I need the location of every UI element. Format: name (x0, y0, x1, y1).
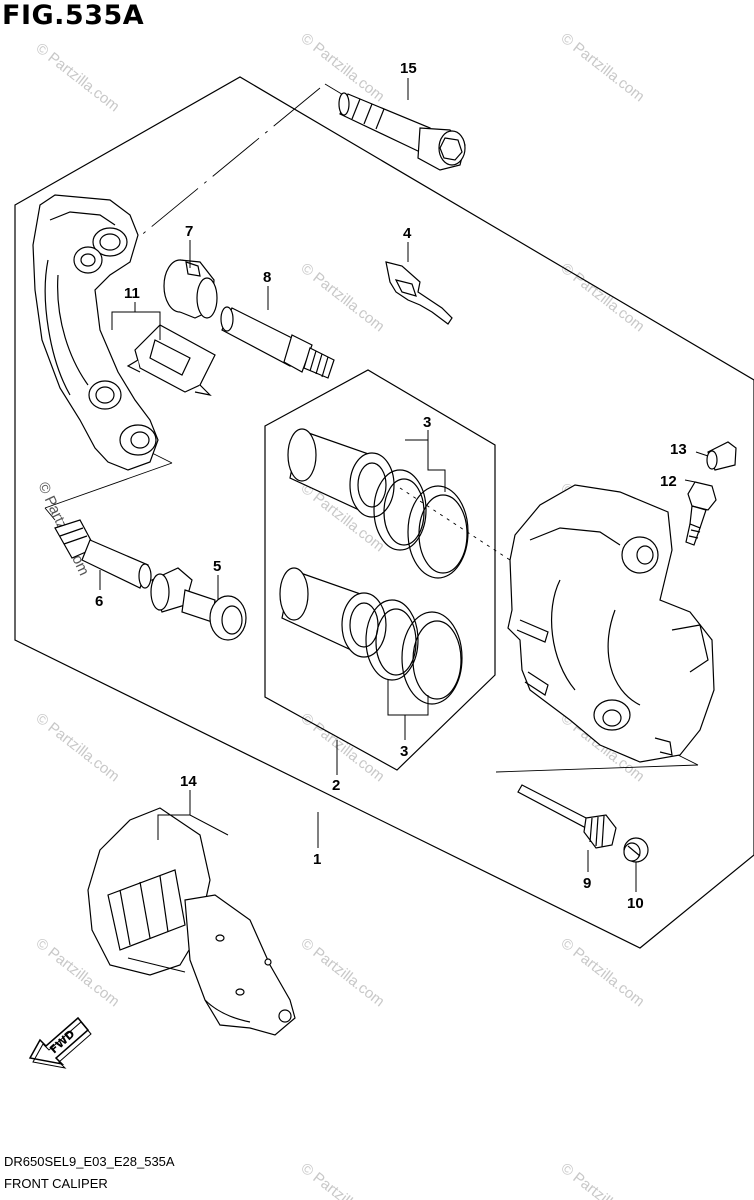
watermark: © Partzilla.com (298, 710, 388, 786)
piston-kit-outline (264, 369, 496, 771)
figure-caption: FRONT CALIPER (4, 1176, 108, 1191)
callout-14: 14 (180, 773, 197, 790)
plug-10 (623, 837, 649, 863)
callout-5: 5 (213, 558, 221, 575)
cap-13 (706, 441, 737, 471)
figure-title: FIG.535A (2, 0, 145, 31)
watermark: © Partzilla.com (33, 40, 123, 116)
piston-set (279, 428, 469, 705)
pad-retainer-11 (126, 324, 216, 396)
callout-12: 12 (660, 473, 677, 490)
callout-11: 11 (124, 285, 140, 302)
callout-1: 1 (313, 851, 321, 868)
pad-spring-4 (385, 261, 453, 325)
watermark: © Partzilla.com (298, 260, 388, 336)
callout-3-upper: 3 (423, 414, 431, 431)
fwd-arrow-icon: FWD (28, 1016, 92, 1069)
watermark: © Partzilla.com (298, 1160, 388, 1200)
pad-pin-9 (517, 784, 617, 849)
boot-7 (163, 259, 218, 319)
callout-15: 15 (400, 60, 417, 77)
watermark: © Partzilla.com (33, 710, 123, 786)
callout-7: 7 (185, 223, 193, 240)
callout-4: 4 (403, 225, 412, 242)
caliper-body (507, 484, 715, 763)
callout-3-lower: 3 (400, 743, 408, 760)
callout-2: 2 (332, 777, 340, 794)
caliper-bracket (32, 194, 159, 471)
callouts: 15 7 8 4 11 3 3 2 1 6 5 9 10 12 13 14 (95, 60, 687, 912)
leader-lines (99, 78, 709, 973)
watermark: © Partzilla.com (558, 935, 648, 1011)
bolt-15 (338, 92, 466, 171)
figure-code: DR650SEL9_E03_E28_535A (4, 1154, 175, 1169)
bleeder-valve-12 (685, 481, 717, 546)
callout-6: 6 (95, 593, 103, 610)
brake-pads-14 (87, 807, 296, 1036)
watermark: © Partzilla.com (298, 935, 388, 1011)
assembly-outline (14, 76, 754, 949)
slide-pin-6 (54, 519, 152, 589)
watermark: © Partzilla.com (558, 30, 648, 106)
callout-8: 8 (263, 269, 271, 286)
callout-9: 9 (583, 875, 591, 892)
callout-10: 10 (627, 895, 644, 912)
slide-pin-8 (220, 306, 335, 379)
callout-13: 13 (670, 441, 687, 458)
watermark: © Partzilla.com (558, 1160, 648, 1200)
watermark: © Partzilla.com (558, 260, 648, 336)
boot-5 (150, 567, 247, 641)
